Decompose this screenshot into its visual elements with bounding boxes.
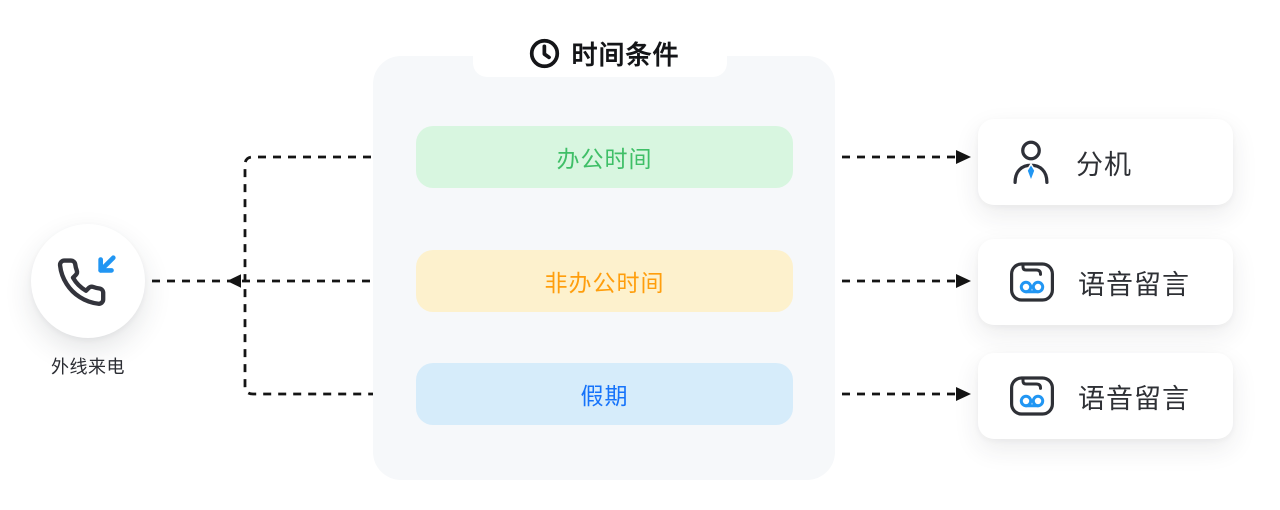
extension-user-icon — [1008, 137, 1054, 187]
group-title: 时间条件 — [373, 34, 835, 72]
arrowhead-left — [227, 274, 241, 288]
target-card-voicemail-1: 语音留言 — [978, 239, 1233, 325]
branch-office-hours: 办公时间 — [416, 126, 793, 188]
target-label: 分机 — [1076, 149, 1132, 180]
group-title-text: 时间条件 — [571, 39, 680, 70]
incoming-call-icon — [57, 255, 116, 306]
source-label: 外线来电 — [51, 357, 125, 377]
target-card-extension: 分机 — [978, 119, 1233, 205]
target-label: 语音留言 — [1078, 269, 1190, 300]
branch-holiday: 假期 — [416, 363, 793, 425]
target-card-voicemail-2: 语音留言 — [978, 353, 1233, 439]
arrowhead-right-1 — [956, 150, 971, 164]
arrowhead-right-2 — [956, 274, 971, 288]
voicemail-icon — [1008, 374, 1056, 418]
clock-icon — [530, 38, 560, 68]
branch-non-office-hours: 非办公时间 — [416, 250, 793, 312]
voicemail-icon — [1008, 260, 1056, 304]
arrowhead-right-3 — [956, 387, 971, 401]
panel-title-notch — [473, 42, 727, 77]
target-label: 语音留言 — [1078, 383, 1190, 414]
source-node — [31, 224, 145, 338]
